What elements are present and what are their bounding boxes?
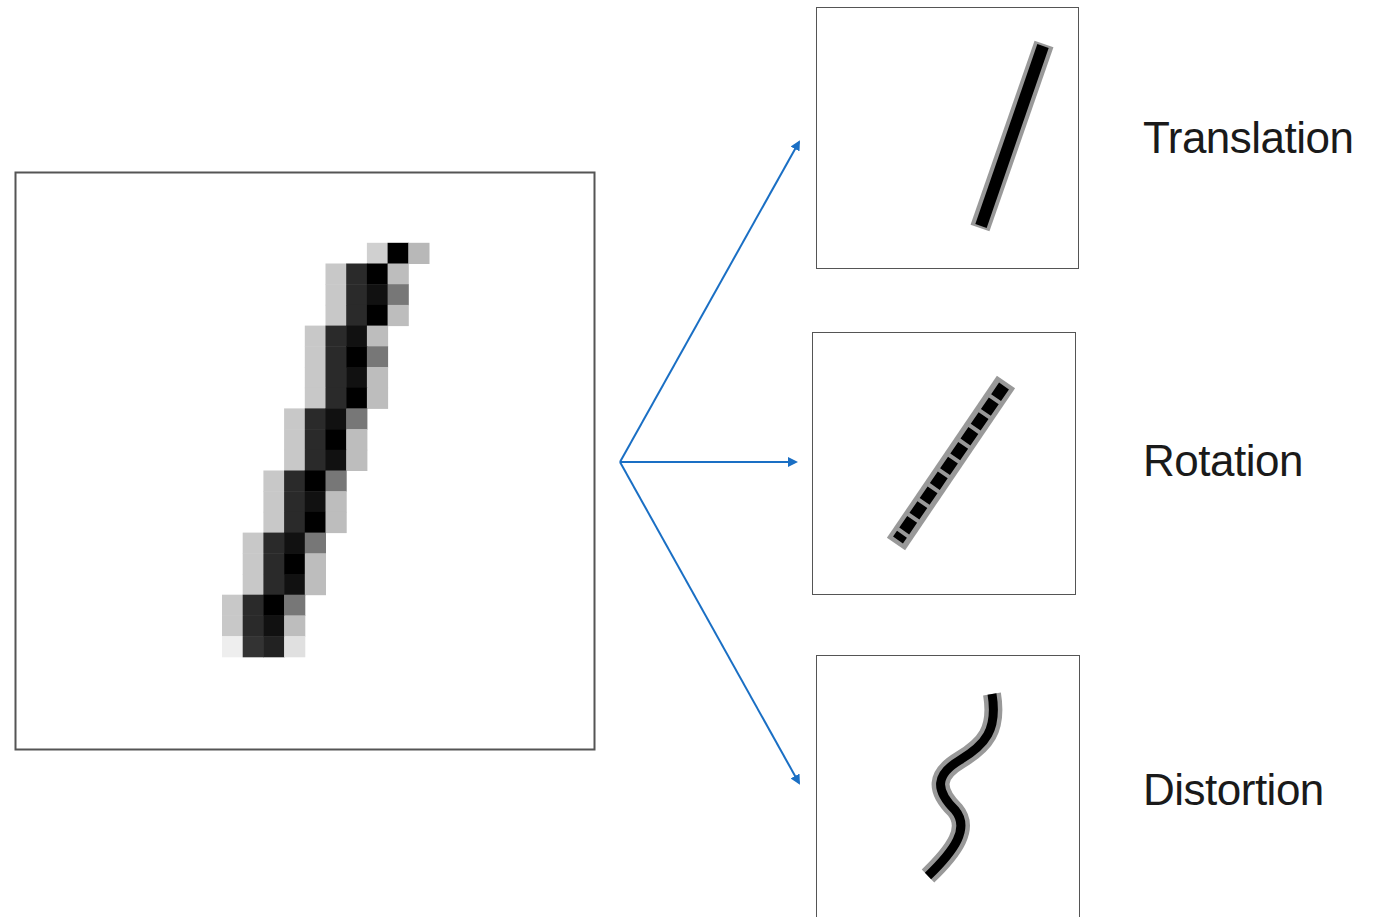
pixel <box>284 429 305 450</box>
pixel <box>326 408 347 429</box>
pixel <box>326 429 347 450</box>
pixel <box>243 636 264 657</box>
pixel <box>243 615 264 636</box>
pixel <box>284 471 305 492</box>
panel-frame <box>816 7 1079 269</box>
pixel <box>367 264 388 285</box>
pixel <box>222 595 243 616</box>
pixel <box>367 388 388 409</box>
pixel <box>284 574 305 595</box>
pixel <box>284 491 305 512</box>
branch-arrows <box>620 142 799 783</box>
pixel <box>388 284 409 305</box>
pixel <box>346 305 367 326</box>
pixel <box>388 305 409 326</box>
pixel <box>243 595 264 616</box>
pixel <box>326 305 347 326</box>
pixel <box>346 284 367 305</box>
pixel <box>263 615 284 636</box>
pixel <box>326 512 347 533</box>
pixel <box>346 450 367 471</box>
panel-frame <box>812 332 1076 595</box>
pixel <box>263 533 284 554</box>
pixel <box>367 305 388 326</box>
pixel <box>346 326 367 347</box>
pixel <box>388 243 409 264</box>
pixel <box>346 408 367 429</box>
pixel <box>305 450 326 471</box>
pixel <box>326 471 347 492</box>
distorted-digit <box>928 694 993 876</box>
pixel <box>326 450 347 471</box>
pixel <box>346 429 367 450</box>
pixel <box>263 512 284 533</box>
transform-panel: Translation <box>816 7 1079 269</box>
pixel <box>284 595 305 616</box>
pixel <box>305 574 326 595</box>
pixel <box>263 636 284 657</box>
pixel <box>305 471 326 492</box>
pixel <box>284 636 305 657</box>
pixel <box>284 615 305 636</box>
pixel <box>305 429 326 450</box>
pixel-digit <box>222 243 430 658</box>
panel-frame <box>816 655 1080 917</box>
pixel <box>222 615 243 636</box>
pixel <box>305 388 326 409</box>
pixel <box>326 388 347 409</box>
pixel <box>326 264 347 285</box>
pixel <box>326 284 347 305</box>
pixel <box>263 553 284 574</box>
pixel <box>388 264 409 285</box>
transform-label: Rotation <box>1143 436 1303 486</box>
pixel <box>326 491 347 512</box>
pixel <box>263 574 284 595</box>
pixel <box>284 553 305 574</box>
pixel <box>346 346 367 367</box>
translated-digit <box>980 44 1044 228</box>
pixel <box>263 471 284 492</box>
pixel <box>305 408 326 429</box>
pixel <box>305 326 326 347</box>
pixel <box>367 243 388 264</box>
pixel <box>284 408 305 429</box>
pixel <box>367 346 388 367</box>
transform-label: Distortion <box>1143 765 1324 815</box>
pixel <box>243 553 264 574</box>
pixel <box>367 326 388 347</box>
pixel <box>284 450 305 471</box>
pixel <box>284 533 305 554</box>
pixel <box>326 326 347 347</box>
pixel <box>346 388 367 409</box>
pixel <box>243 574 264 595</box>
pixel <box>305 553 326 574</box>
pixel <box>305 367 326 388</box>
pixel <box>222 636 243 657</box>
transform-label: Translation <box>1143 113 1354 163</box>
pixel <box>408 243 429 264</box>
pixel <box>263 595 284 616</box>
pixel <box>284 512 305 533</box>
pixel <box>326 346 347 367</box>
rotated-digit <box>896 382 1006 544</box>
pixel <box>243 533 264 554</box>
pixel <box>263 491 284 512</box>
transform-panel: Rotation <box>812 332 1076 595</box>
pixel <box>305 533 326 554</box>
pixel <box>305 491 326 512</box>
transform-panel: Distortion <box>816 655 1080 917</box>
pixel <box>326 367 347 388</box>
pixel <box>367 367 388 388</box>
pixel <box>346 367 367 388</box>
pixel <box>305 346 326 367</box>
pixel <box>367 284 388 305</box>
pixel <box>305 512 326 533</box>
pixel <box>346 264 367 285</box>
source-frame <box>16 173 595 750</box>
